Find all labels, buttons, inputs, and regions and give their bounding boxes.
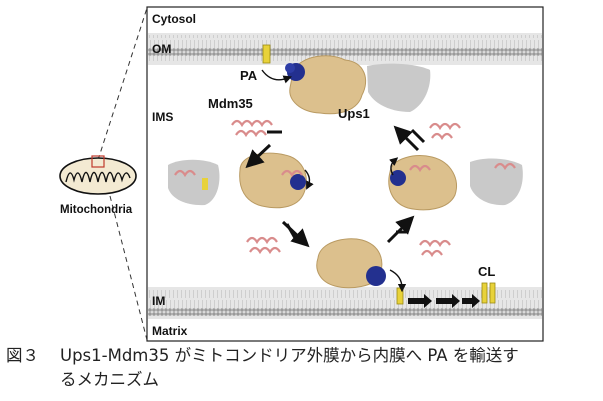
mdm35-binding-bars xyxy=(267,128,426,239)
cl-label: CL xyxy=(478,264,495,279)
mitochondria-label: Mitochondria xyxy=(60,204,133,216)
zoom-line-top xyxy=(97,7,148,161)
pa-transfer-arrow xyxy=(261,69,292,84)
figure-caption: 図３ Ups1-Mdm35 がミトコンドリア外膜から内膜へ PA を輸送す るメカ… xyxy=(6,344,600,392)
pa-label: PA xyxy=(240,68,258,83)
caption-line2: るメカニズム xyxy=(60,370,159,389)
cross-section-right xyxy=(470,158,523,206)
mitochondrion-icon xyxy=(59,155,137,195)
ups1-protein-bottom xyxy=(316,238,386,289)
ims-label: IMS xyxy=(152,110,173,124)
cl-lipid-1 xyxy=(481,282,488,304)
im-translocation-arrows xyxy=(408,294,480,308)
pa-lipid-ims xyxy=(202,178,208,190)
cross-section-top xyxy=(367,63,431,112)
mdm35-label: Mdm35 xyxy=(208,96,253,111)
rotate-arrow-left xyxy=(304,169,314,190)
caption-line1: Ups1-Mdm35 がミトコンドリア外膜から内膜へ PA を輸送す xyxy=(60,346,519,365)
ups1-protein-left xyxy=(239,152,307,209)
rotate-arrow-right xyxy=(389,157,399,176)
im-label: IM xyxy=(152,294,165,308)
ups1-label: Ups1 xyxy=(338,106,370,121)
mdm35-coils xyxy=(174,119,516,258)
matrix-label: Matrix xyxy=(152,324,188,338)
cytosol-label: Cytosol xyxy=(152,12,196,26)
pa-insert-arrow xyxy=(389,269,407,293)
caption-number: 図３ xyxy=(6,346,39,365)
pa-lipid-om xyxy=(262,44,271,64)
cl-lipid-2 xyxy=(489,282,496,304)
pa-lipid-im xyxy=(396,287,404,305)
ups1-protein-right xyxy=(388,155,457,211)
zoom-line-bottom xyxy=(109,195,148,341)
om-label: OM xyxy=(152,42,171,56)
